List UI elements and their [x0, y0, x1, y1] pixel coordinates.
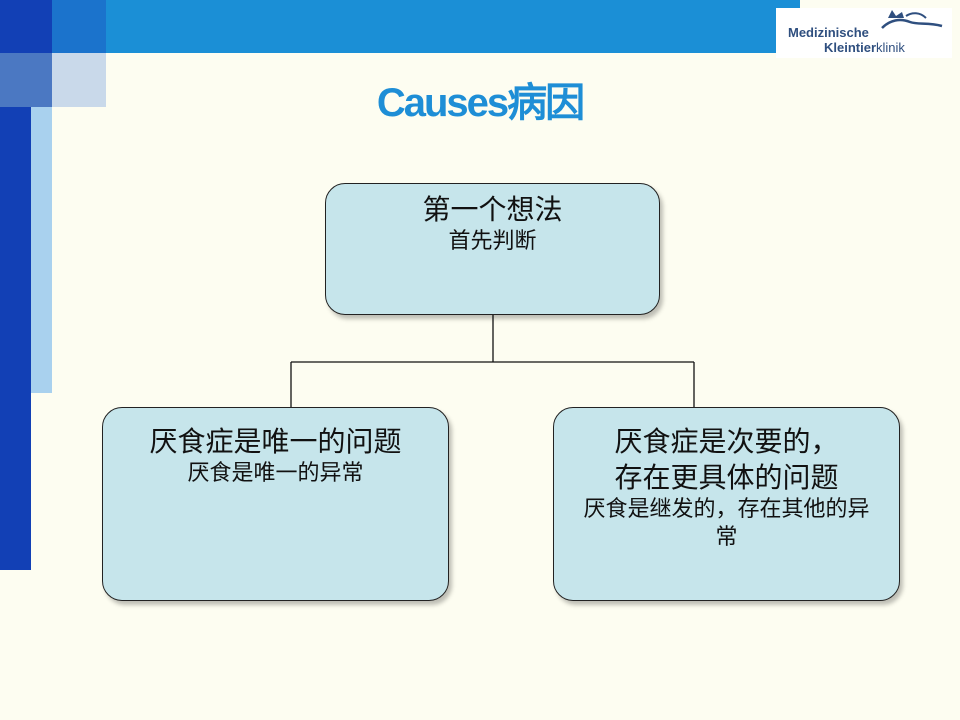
- logo-text-line2: Kleintierklinik: [824, 40, 905, 55]
- side-bar-light: [31, 107, 52, 393]
- logo-text-line1: Medizinische: [788, 25, 869, 40]
- node-secondary-problem-heading-2: 存在更具体的问题: [614, 461, 839, 494]
- corner-square-blue: [52, 0, 106, 53]
- node-secondary-problem-sub: 厌食是继发的，存在其他的异常: [583, 497, 870, 550]
- top-banner-bar: [0, 0, 800, 53]
- node-secondary-problem-heading-1: 厌食症是次要的，: [614, 425, 839, 458]
- node-first-idea-heading: 第一个想法: [422, 193, 563, 226]
- node-primary-problem-heading: 厌食症是唯一的问题: [149, 425, 402, 458]
- node-primary-problem: 厌食症是唯一的问题 厌食是唯一的异常: [102, 407, 449, 601]
- node-secondary-problem: 厌食症是次要的， 存在更具体的问题 厌食是继发的，存在其他的异常: [553, 407, 900, 601]
- corner-square-light: [52, 53, 106, 107]
- animal-silhouette-icon: [881, 10, 943, 29]
- logo-text-line2-b: klinik: [876, 40, 905, 55]
- corner-square-mid: [0, 53, 52, 107]
- side-bar-dark: [0, 107, 31, 570]
- node-primary-problem-sub: 厌食是唯一的异常: [187, 461, 364, 486]
- node-first-idea: 第一个想法 首先判断: [325, 183, 660, 315]
- logo-text-line2-a: Kleintier: [824, 40, 877, 55]
- corner-square-dark: [0, 0, 52, 53]
- node-first-idea-sub: 首先判断: [448, 229, 537, 254]
- slide-title: Causes病因: [376, 81, 585, 125]
- clinic-logo: Medizinische Kleintierklinik: [776, 8, 952, 58]
